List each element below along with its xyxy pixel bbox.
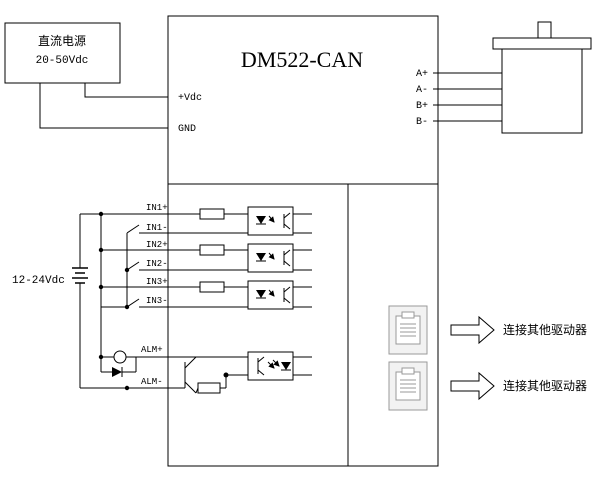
motor-body [501, 48, 583, 134]
in3-minus-label: IN3- [146, 296, 168, 306]
in3-plus-label: IN3+ [146, 277, 168, 287]
alm-plus-label: ALM+ [141, 345, 163, 355]
power-supply-name: 直流电源 [38, 34, 86, 48]
driver-model: DM522-CAN [241, 47, 363, 72]
gnd-pin-label: GND [178, 124, 196, 135]
motor [492, 21, 592, 134]
power-supply-voltage: 20-50Vdc [36, 55, 89, 67]
motor-shaft [537, 21, 552, 39]
can-port-1 [388, 305, 428, 355]
in1-minus-label: IN1- [146, 223, 168, 233]
junction-dots [98, 211, 130, 391]
can-port-1-label: 连接其他驱动器 [503, 322, 587, 337]
can-arrow-2 [450, 371, 495, 401]
power-wires [39, 83, 168, 129]
gnd-wire [39, 83, 168, 129]
motor-wires [433, 72, 502, 122]
power-supply: 直流电源 20-50Vdc [4, 22, 121, 84]
vdc-wire [84, 83, 168, 98]
arrow-right-icon [450, 371, 495, 401]
input-channel-2 [101, 243, 312, 307]
in2-plus-label: IN2+ [146, 240, 168, 250]
motor-flange [492, 37, 592, 50]
motor-pin-a-plus: A+ [416, 69, 428, 80]
power-supply-box [4, 22, 121, 84]
can-arrow-1 [450, 315, 495, 345]
motor-pin-a-minus: A- [416, 85, 428, 96]
can-port-2-label: 连接其他驱动器 [503, 378, 587, 393]
vdc-pin-label: +Vdc [178, 92, 202, 104]
motor-pin-labels: A+ A- B+ B- [416, 69, 428, 128]
input-channel-1 [101, 206, 312, 270]
in2-minus-label: IN2- [146, 259, 168, 269]
arrow-right-icon [450, 315, 495, 345]
in1-plus-label: IN1+ [146, 203, 168, 213]
can-port-2 [388, 361, 428, 411]
motor-pin-b-minus: B- [416, 117, 428, 128]
alm-minus-label: ALM- [141, 377, 163, 387]
motor-pin-b-plus: B+ [416, 101, 428, 112]
alarm-circuit [100, 350, 312, 394]
input-supply-label: 12-24Vdc [12, 275, 65, 287]
input-channel-3 [101, 280, 312, 310]
